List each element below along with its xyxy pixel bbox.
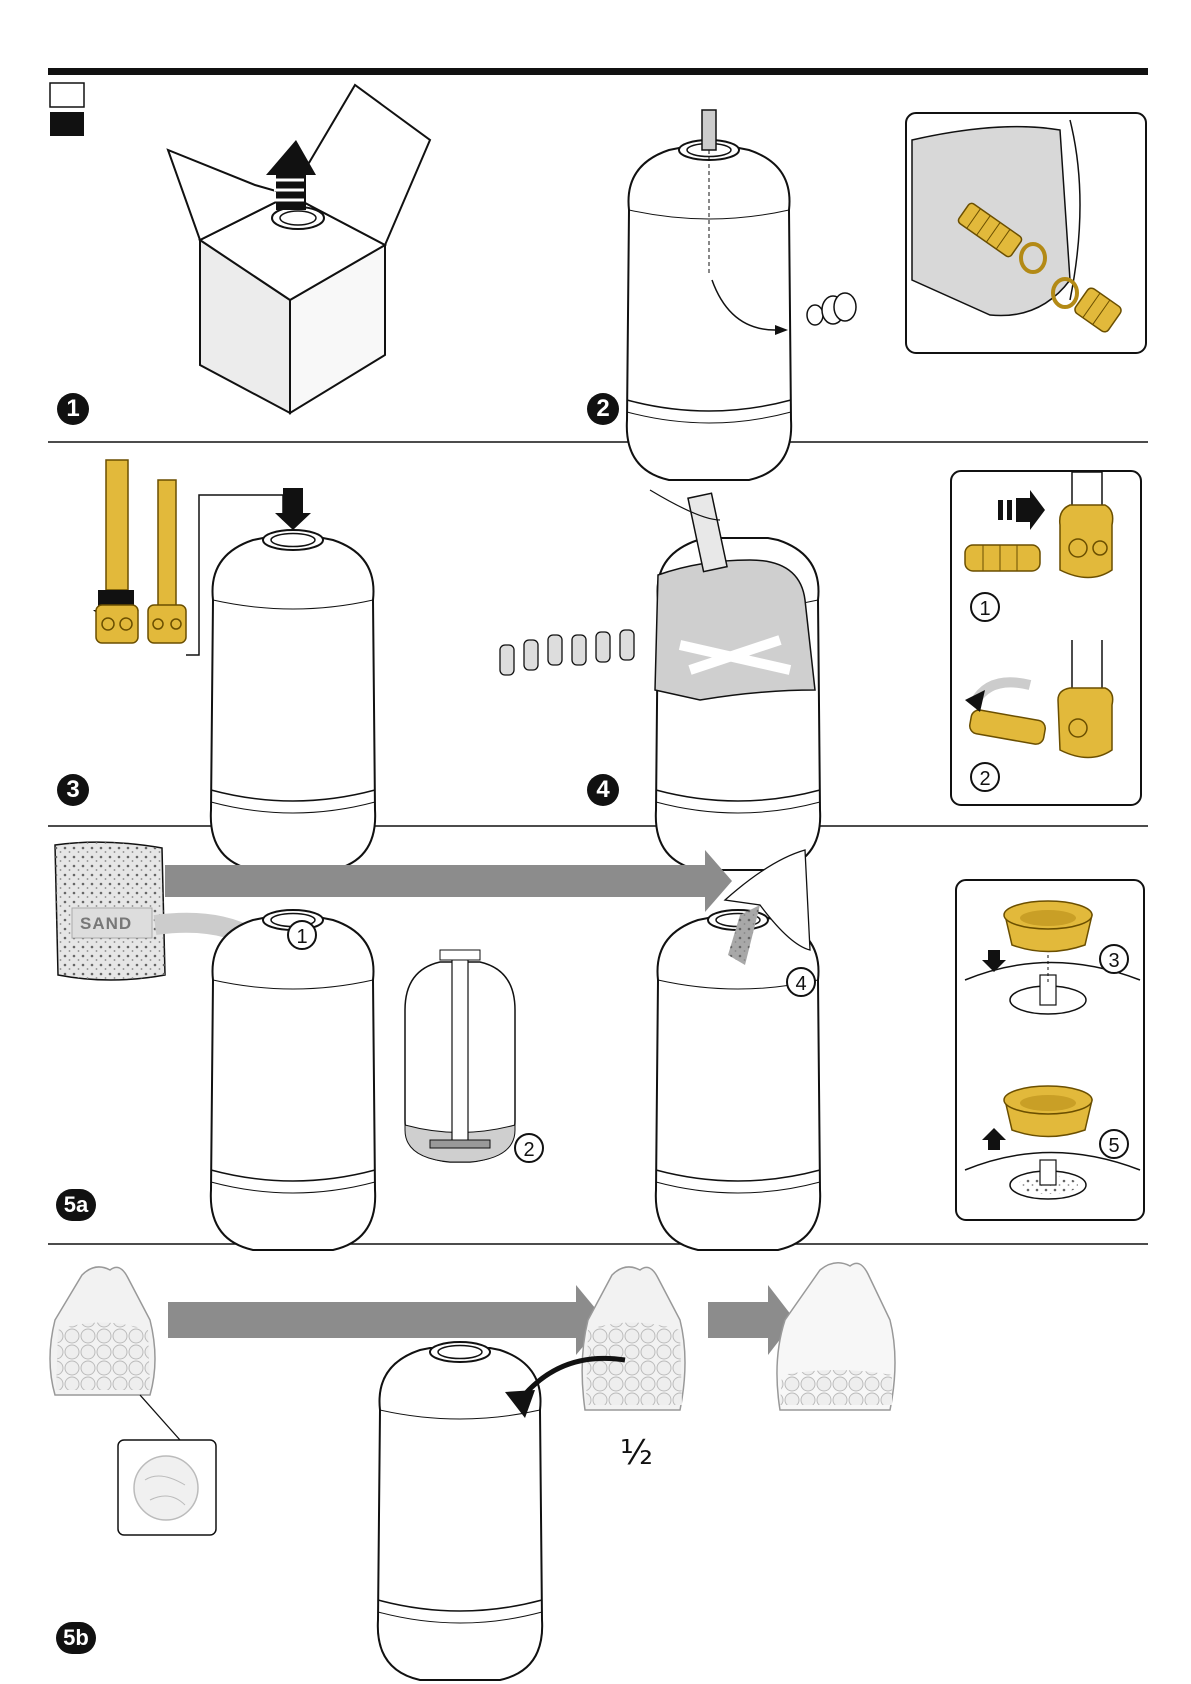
substep-5-1: 1 <box>287 920 317 950</box>
tank-with-drain <box>627 148 791 480</box>
substep-5-5: 5 <box>1099 1129 1129 1159</box>
flow-arrow-balls-2 <box>708 1302 768 1338</box>
step-number-3: 3 <box>57 774 89 806</box>
substep-3-1: 1 <box>970 592 1000 622</box>
header-bar <box>48 68 1148 75</box>
laterals-set <box>500 630 634 675</box>
half-fraction-label: ½ <box>620 1433 653 1473</box>
step-number-1: 1 <box>57 393 89 425</box>
step-number-5a: 5a <box>56 1189 96 1221</box>
step-number-2: 2 <box>587 393 619 425</box>
substep-3-2: 2 <box>970 762 1000 792</box>
legend-box-empty <box>50 83 84 107</box>
step-number-4: 4 <box>587 774 619 806</box>
filter-balls-bag <box>50 1267 155 1395</box>
filter-balls-bag-half <box>582 1267 685 1410</box>
tank-water-fill <box>211 918 375 1250</box>
o-ring <box>807 305 823 325</box>
sand-label: SAND <box>80 914 132 934</box>
legend-box-filled <box>50 112 84 136</box>
tank-cross-section <box>405 950 515 1162</box>
open-box-illustration <box>168 85 430 413</box>
substep-5-2: 2 <box>514 1133 544 1163</box>
step-number-5b: 5b <box>56 1622 96 1654</box>
collector-pipes <box>93 460 186 643</box>
flow-arrow <box>165 865 705 897</box>
filter-balls-bag-empty <box>777 1263 895 1410</box>
sand-bag <box>55 842 165 980</box>
substep-5-3: 3 <box>1099 944 1129 974</box>
substep-5-4: 4 <box>786 967 816 997</box>
diffuser-pipe <box>702 110 716 150</box>
tank-step-3 <box>211 538 375 870</box>
flow-arrow-balls <box>168 1302 576 1338</box>
